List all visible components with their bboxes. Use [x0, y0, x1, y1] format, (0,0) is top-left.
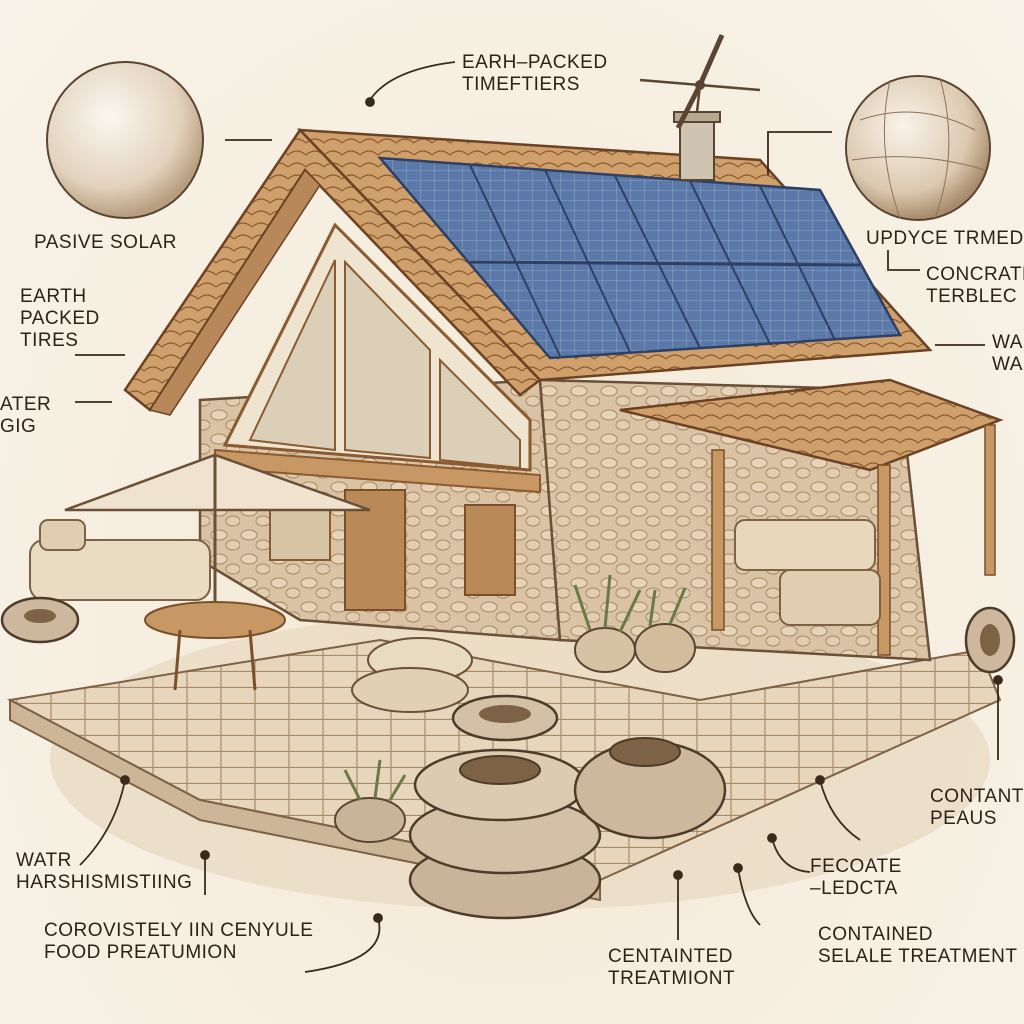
- label-passive-solar: PASIVE SOLAR: [34, 232, 177, 254]
- label-line: WATR: [16, 850, 72, 871]
- label-line: CONTANTY: [930, 786, 1024, 807]
- sphere-icon: [845, 75, 991, 221]
- label-line: TIMEFTIERS: [462, 73, 580, 95]
- label-line: EARH–PACKED: [462, 52, 608, 73]
- label-line: ATER: [0, 394, 52, 415]
- label-line: FOOD PREATUMION: [44, 941, 237, 963]
- label-line: PASIVE SOLAR: [34, 232, 177, 253]
- label-line: HARSHISMISTIING: [16, 871, 193, 893]
- label-line: FECOATE: [810, 856, 902, 877]
- outdoor-sofa: [29, 519, 211, 601]
- label-contained-selale-treatment: CONTAINED SELALE TREATMENT: [818, 924, 1017, 968]
- label-centainted-treatmiont: CENTAINTED TREATMIONT: [608, 946, 735, 990]
- label-line: CONTAINED: [818, 924, 933, 945]
- label-line: WA: [992, 332, 1023, 353]
- label-earth-packed-timeftiers: EARH–PACKED TIMEFTIERS: [462, 52, 608, 96]
- umbrella-icon: [64, 453, 371, 691]
- label-line: EARTH: [20, 286, 87, 307]
- label-line: PEAUS: [930, 807, 997, 829]
- label-line: COROVISTELY IIN CENYULE: [44, 920, 314, 941]
- sandbags: [351, 637, 473, 713]
- label-line: WA: [992, 353, 1023, 375]
- solar-panel-icon: [377, 156, 903, 360]
- label-line: –LEDCTA: [810, 877, 898, 899]
- label-earth-packed-tires: EARTH PACKED TIRES: [20, 286, 100, 352]
- label-line: TREATMIONT: [608, 967, 736, 989]
- planter-pots: [334, 574, 696, 843]
- wind-turbine-icon: [639, 33, 761, 130]
- pergola: [619, 378, 1004, 656]
- label-line: CONCRATE: [926, 264, 1024, 285]
- label-line: PACKED: [20, 307, 100, 329]
- label-water-harshismistiing: WATR HARSHISMISTIING: [16, 850, 192, 894]
- tire-stack-icon: [408, 694, 602, 920]
- label-wa: WA WA: [992, 332, 1023, 376]
- label-updyce-trmed: UPDYCE TRMED: [866, 228, 1024, 250]
- label-corovistely: COROVISTELY IIN CENYULE FOOD PREATUMION: [44, 920, 313, 964]
- label-line: CENTAINTED: [608, 946, 733, 967]
- label-fecoate: FECOATE –LEDCTA: [810, 856, 902, 900]
- leader-lines: [75, 61, 1003, 973]
- label-line: UPDYCE TRMED: [866, 228, 1024, 249]
- tire-stack-icon: [573, 737, 727, 840]
- label-line: SELALE TREATMENT: [818, 945, 1018, 967]
- sphere-icon: [46, 61, 204, 219]
- label-line: TERBLEC: [926, 285, 1018, 307]
- tire-stack-icon: [0, 596, 1016, 674]
- label-line: TIRES: [20, 329, 79, 351]
- label-line: GIG: [0, 415, 37, 437]
- main-roof: [296, 111, 933, 382]
- label-concrate-terblec: CONCRATE TERBLEC: [926, 264, 1024, 308]
- label-water-bing: ATER GIG: [0, 394, 51, 438]
- label-contant-peaus: CONTANTY PEAUS: [930, 786, 1024, 830]
